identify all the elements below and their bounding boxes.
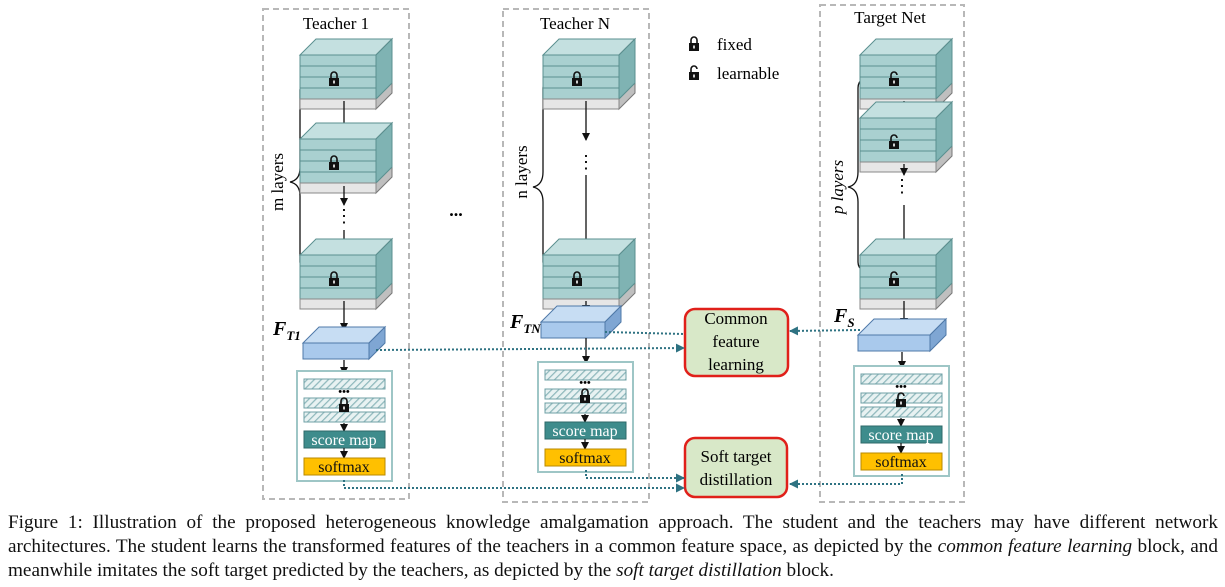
score-map-label: score map [552, 423, 617, 440]
teacher1-vertical-ellipsis: ⋮ [335, 206, 353, 226]
common-block-line-1: Common [704, 309, 768, 328]
teacher1-feature-label: FT1 [272, 318, 301, 343]
legend-learnable: learnable [717, 64, 779, 83]
teacherN-title: Teacher N [540, 14, 610, 33]
teacher1-head: ••• score map softmax [296, 370, 393, 482]
legend-fixed: fixed [717, 35, 752, 54]
head-ellipsis: ••• [895, 381, 907, 393]
teacher1-layer-stack [298, 121, 394, 195]
dashed-connectors [343, 326, 903, 493]
softmax-box [303, 457, 386, 476]
teacherN-layer-stack [541, 37, 637, 111]
target-layer-stack [858, 37, 954, 111]
target-feature [856, 317, 948, 353]
target-head: ••• score map softmax [853, 365, 950, 477]
teacherN-vertical-ellipsis: ⋮ [577, 152, 595, 172]
softmax-box [544, 448, 627, 467]
common-block-line-2: feature [712, 332, 759, 351]
target-title: Target Net [854, 8, 926, 27]
teacherN-head: ••• score map softmax [537, 361, 634, 473]
teacher1-layer-stack [298, 37, 394, 111]
teacherN-feature [539, 304, 623, 340]
architecture-diagram: Teacher 1 Teacher N Target Net fixed lea… [262, 4, 965, 503]
target-brace [847, 74, 881, 275]
teacherN-frame [502, 8, 650, 503]
target-feature-label: FS [833, 305, 855, 330]
teacher1-title: Teacher 1 [303, 14, 369, 33]
teacher1-layer-stack [298, 237, 394, 311]
head-ellipsis: ••• [338, 386, 350, 398]
softmax-label: softmax [559, 450, 611, 467]
between-teachers-ellipsis: ... [449, 200, 463, 220]
teacherN-feature-label: FTN [509, 311, 541, 336]
lock-icon [688, 36, 700, 52]
softmax-box [860, 452, 943, 471]
score-map-label: score map [311, 432, 376, 449]
common-feature-learning-block [683, 307, 790, 378]
softmax-label: softmax [875, 454, 927, 471]
softmax-label: softmax [318, 459, 370, 476]
figure-caption: Figure 1: Illustration of the proposed h… [8, 512, 1218, 581]
teacherN-layers-label: n layers [512, 145, 531, 198]
teacherN-layer-stack [541, 237, 637, 311]
target-layers-label: p layers [828, 159, 847, 215]
score-map-label: score map [868, 427, 933, 444]
teacher1-frame [262, 8, 410, 500]
soft-block-line-1: Soft target [701, 447, 772, 466]
teacher1-layers-label: m layers [268, 153, 287, 211]
teacher1-feature [301, 325, 387, 361]
soft-target-distillation-block [683, 436, 789, 499]
common-block-line-3: learning [708, 355, 764, 374]
soft-block-line-2: distillation [700, 470, 773, 489]
target-layer-stack [858, 237, 954, 311]
head-ellipsis: ••• [579, 377, 591, 389]
unlock-icon [688, 65, 700, 81]
target-vertical-ellipsis: ⋮ [893, 176, 911, 196]
target-layer-stack [858, 100, 954, 174]
target-frame [819, 4, 965, 503]
